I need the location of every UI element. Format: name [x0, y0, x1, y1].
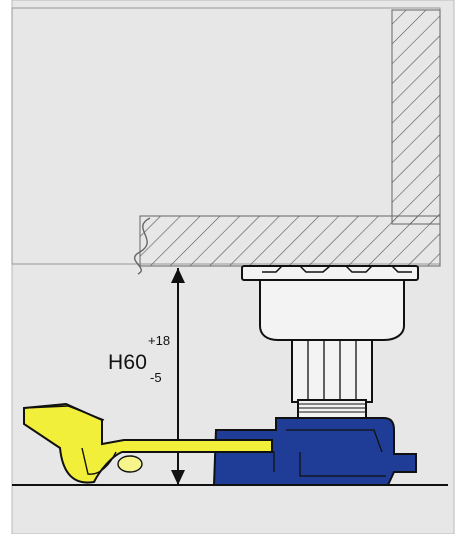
wrench-hole	[117, 455, 143, 473]
upper-tolerance-label: +18	[148, 333, 171, 348]
cabinet-side-hatch	[391, 9, 441, 225]
dimension-arrow-top	[171, 268, 185, 283]
foot-housing	[259, 279, 405, 341]
foot-blue-detail	[299, 452, 386, 477]
foot-blue-detail	[286, 429, 383, 453]
lower-tolerance-label: -5	[150, 370, 162, 385]
foot-blue-body	[212, 417, 417, 486]
foot-thread	[297, 399, 367, 419]
wrench-edge	[23, 405, 105, 421]
cut-line	[133, 217, 151, 275]
foot-top-teeth	[262, 265, 412, 273]
foot-stem	[291, 339, 373, 403]
dimension-arrow-bottom	[171, 470, 185, 485]
height-label: H60	[108, 351, 148, 374]
wrench-inner	[81, 447, 117, 475]
foot-top-plate	[241, 265, 419, 281]
cabinet-bottom-hatch	[139, 215, 441, 267]
